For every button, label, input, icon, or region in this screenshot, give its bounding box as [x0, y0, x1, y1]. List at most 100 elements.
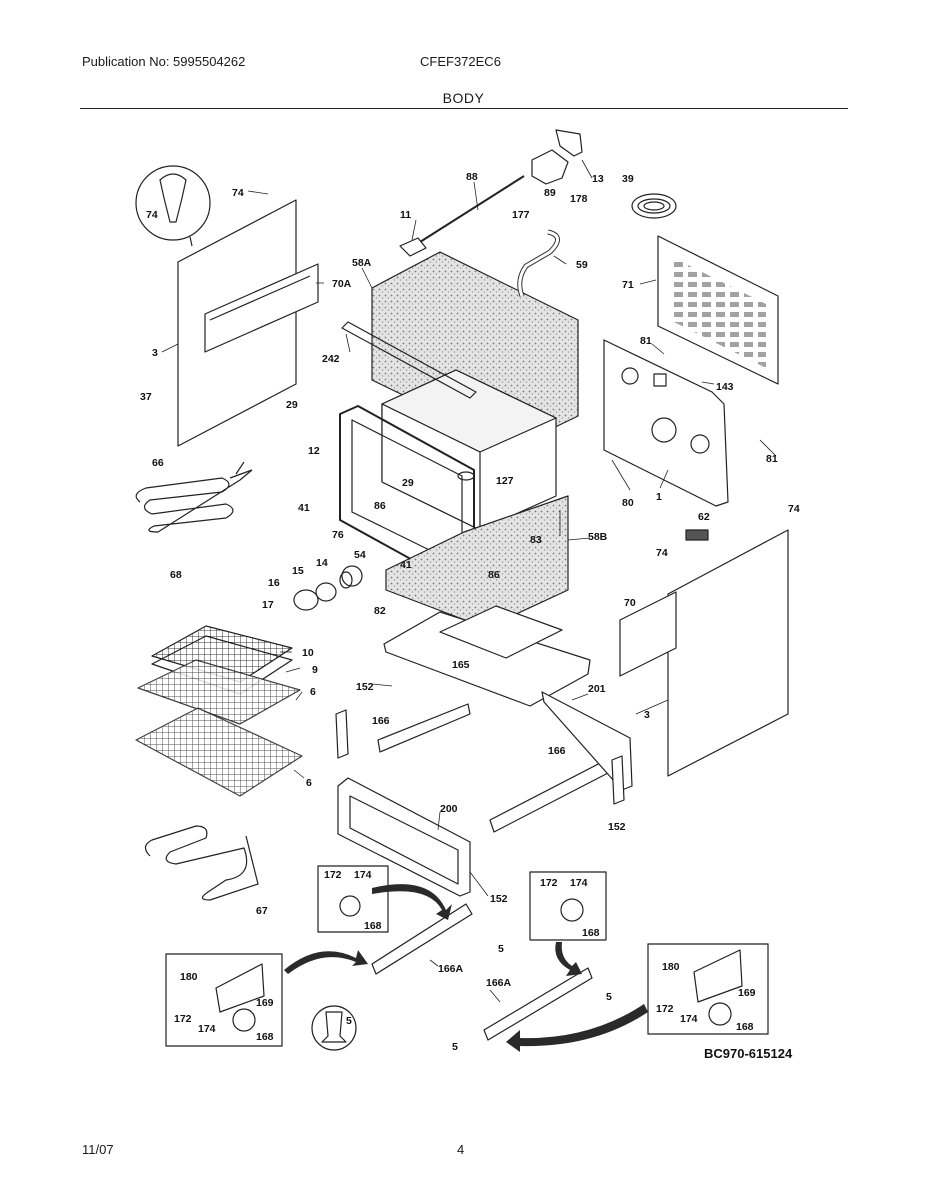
label-76: 76	[332, 529, 344, 541]
drawer-frame-200	[337, 777, 471, 897]
label-165: 165	[452, 659, 470, 671]
label-172: 172	[324, 869, 342, 881]
model-number: CFEF372EC6	[420, 54, 501, 69]
screw-magnifier-circle	[135, 165, 211, 247]
label-39: 39	[622, 173, 634, 185]
label-16: 16	[268, 577, 280, 589]
label-81: 81	[766, 453, 778, 465]
drawer-slide-166A-left	[371, 903, 473, 975]
bake-element-67	[144, 825, 259, 901]
label-166A: 166A	[486, 977, 512, 989]
label-58B: 58B	[588, 531, 608, 543]
label-174: 174	[354, 869, 372, 881]
label-81: 81	[640, 335, 652, 347]
label-172: 172	[540, 877, 558, 889]
oven-liner	[381, 369, 557, 531]
label-70A: 70A	[332, 278, 352, 290]
label-14: 14	[316, 557, 328, 569]
label-88: 88	[466, 171, 478, 183]
arrow-3	[555, 942, 582, 976]
label-74: 74	[146, 209, 158, 221]
oven-lamp-assembly	[293, 565, 363, 611]
label-174: 174	[570, 877, 588, 889]
label-172: 172	[656, 1003, 674, 1015]
leveling-leg-magnifier	[311, 1005, 357, 1051]
arrow-4	[506, 1004, 648, 1052]
label-201: 201	[588, 683, 606, 695]
label-67: 67	[256, 905, 268, 917]
label-41: 41	[400, 559, 412, 571]
diagram-code: BC970-615124	[704, 1046, 793, 1061]
label-59: 59	[576, 259, 588, 271]
detail-box-2	[529, 871, 607, 941]
label-168: 168	[256, 1031, 274, 1043]
support-rod-242	[341, 321, 477, 399]
arrow-2	[284, 950, 368, 974]
label-127: 127	[496, 475, 514, 487]
label-166A: 166A	[438, 963, 464, 975]
oven-rack-upper	[137, 659, 301, 725]
wire-harness-39	[631, 193, 677, 219]
label-83: 83	[530, 534, 542, 546]
label-74: 74	[788, 503, 800, 515]
label-152: 152	[608, 821, 626, 833]
label-68: 68	[170, 569, 182, 581]
detail-box-4	[647, 943, 769, 1035]
label-5: 5	[452, 1041, 458, 1053]
label-13: 13	[592, 173, 604, 185]
label-143: 143	[716, 381, 734, 393]
detail-box-3	[165, 953, 283, 1047]
label-174: 174	[680, 1013, 698, 1025]
label-178: 178	[570, 193, 588, 205]
label-74: 74	[656, 547, 668, 559]
detail-box-1	[317, 865, 389, 933]
broil-element-66	[135, 461, 253, 533]
label-242: 242	[322, 353, 340, 365]
label-6: 6	[310, 686, 316, 698]
label-62: 62	[698, 511, 710, 523]
label-168: 168	[582, 927, 600, 939]
label-80: 80	[622, 497, 634, 509]
label-15: 15	[292, 565, 304, 577]
label-200: 200	[440, 803, 458, 815]
label-9: 9	[312, 664, 318, 676]
label-180: 180	[662, 961, 680, 973]
label-172: 172	[174, 1013, 192, 1025]
insulation-58B	[385, 495, 569, 629]
page-number: 4	[457, 1142, 465, 1157]
label-168: 168	[364, 920, 382, 932]
publication-number: Publication No: 5995504262	[82, 54, 246, 69]
label-1: 1	[656, 491, 662, 503]
label-174: 174	[198, 1023, 216, 1035]
oven-rack-lower	[135, 707, 303, 797]
section-title: BODY	[442, 90, 485, 106]
label-5: 5	[346, 1015, 352, 1027]
label-71: 71	[622, 279, 634, 291]
label-5: 5	[498, 943, 504, 955]
label-177: 177	[512, 209, 530, 221]
label-168: 168	[736, 1021, 754, 1033]
label-169: 169	[256, 997, 274, 1009]
label-6: 6	[306, 777, 312, 789]
label-29: 29	[402, 477, 414, 489]
label-3: 3	[644, 709, 650, 721]
label-70: 70	[624, 597, 636, 609]
label-17: 17	[262, 599, 274, 611]
label-166: 166	[548, 745, 566, 757]
label-58A: 58A	[352, 257, 372, 269]
label-89: 89	[544, 187, 556, 199]
header-rule	[80, 108, 848, 109]
hose-59	[517, 229, 560, 297]
label-86: 86	[374, 500, 386, 512]
label-11: 11	[400, 209, 411, 221]
side-panel-right	[619, 529, 789, 777]
label-41: 41	[298, 502, 310, 514]
label-82: 82	[374, 605, 386, 617]
label-152: 152	[356, 681, 374, 693]
label-66: 66	[152, 457, 164, 469]
drawer-slide-166A-right	[483, 967, 593, 1041]
label-86: 86	[488, 569, 500, 581]
label-29: 29	[286, 399, 298, 411]
label-74: 74	[232, 187, 244, 199]
